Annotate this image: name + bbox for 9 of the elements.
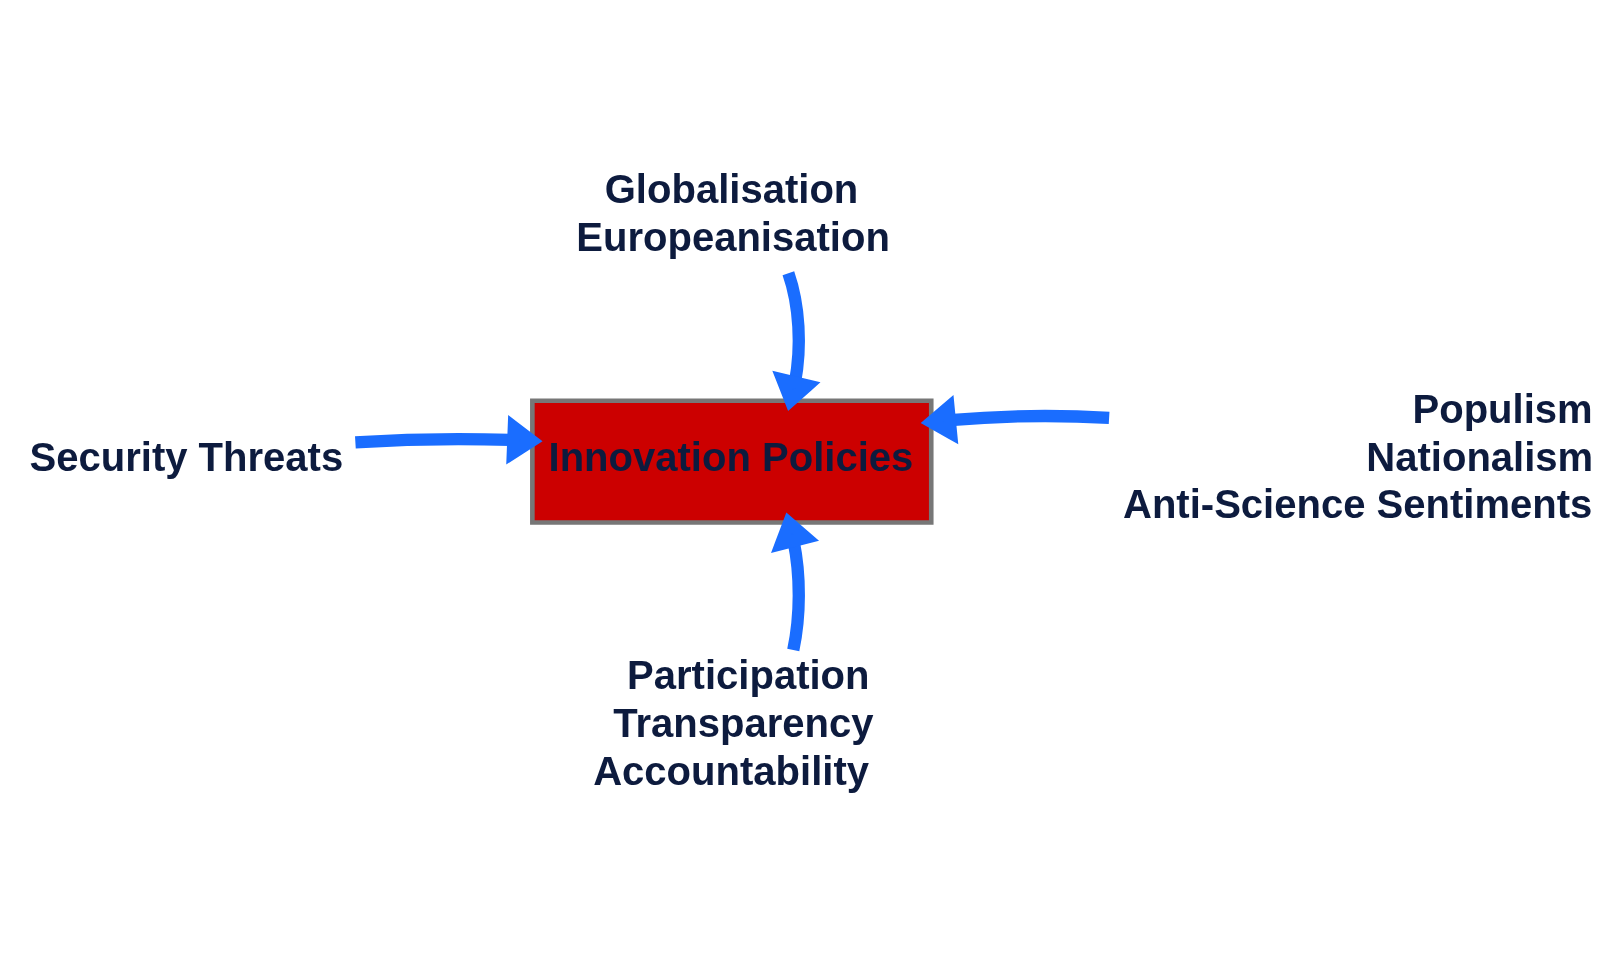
node-text: Globalisation Europeanisation xyxy=(576,166,890,259)
arrow xyxy=(920,394,1110,444)
node-box: Innovation Policies xyxy=(530,398,934,525)
arrow xyxy=(772,270,821,411)
arrow xyxy=(355,414,543,465)
node-text: Security Threats xyxy=(29,434,344,479)
arrow xyxy=(771,512,820,651)
node-text: Populism Nationalism Anti-Science Sentiments xyxy=(1122,386,1594,526)
node-text: Participation Transparency Accountability xyxy=(593,652,874,793)
